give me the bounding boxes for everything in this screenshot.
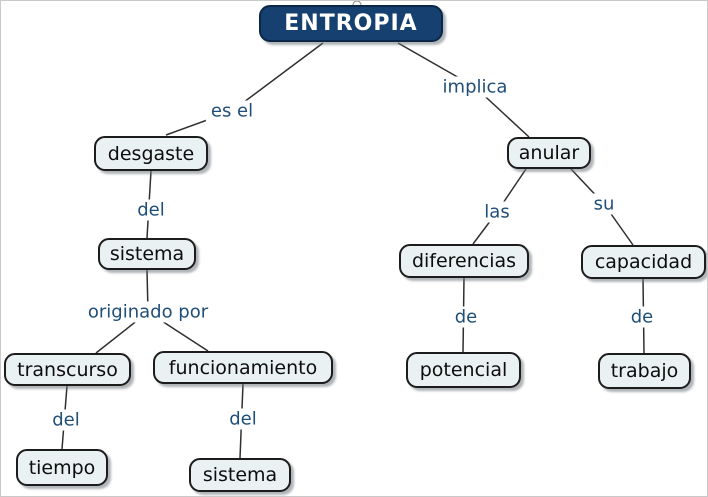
edge-label-originado-por[interactable]: originado por xyxy=(82,301,214,323)
edge-label-del-1[interactable]: del xyxy=(132,199,170,221)
edge-label-las[interactable]: las xyxy=(479,201,515,223)
edge-label-de-2[interactable]: de xyxy=(625,306,659,328)
edge-label-su[interactable]: su xyxy=(588,193,620,215)
node-sistema-2[interactable]: sistema xyxy=(189,458,291,492)
node-diferencias[interactable]: diferencias xyxy=(399,244,529,278)
node-sistema-1[interactable]: sistema xyxy=(98,238,196,270)
edge-label-del-2[interactable]: del xyxy=(47,409,85,431)
node-trabajo[interactable]: trabajo xyxy=(598,353,691,389)
edge-label-implica[interactable]: implica xyxy=(437,76,513,98)
node-capacidad[interactable]: capacidad xyxy=(581,245,706,279)
edge-label-de-1[interactable]: de xyxy=(449,306,483,328)
node-funcionamiento[interactable]: funcionamiento xyxy=(153,351,333,384)
node-tiempo[interactable]: tiempo xyxy=(16,449,108,486)
node-entropia[interactable]: ENTROPIA xyxy=(259,5,443,42)
node-potencial[interactable]: potencial xyxy=(406,352,521,388)
edge-label-es-el[interactable]: es el xyxy=(205,100,259,122)
edge-label-del-3[interactable]: del xyxy=(224,408,262,430)
node-desgaste[interactable]: desgaste xyxy=(94,136,208,171)
node-anular[interactable]: anular xyxy=(507,137,591,169)
node-transcurso[interactable]: transcurso xyxy=(4,353,131,386)
